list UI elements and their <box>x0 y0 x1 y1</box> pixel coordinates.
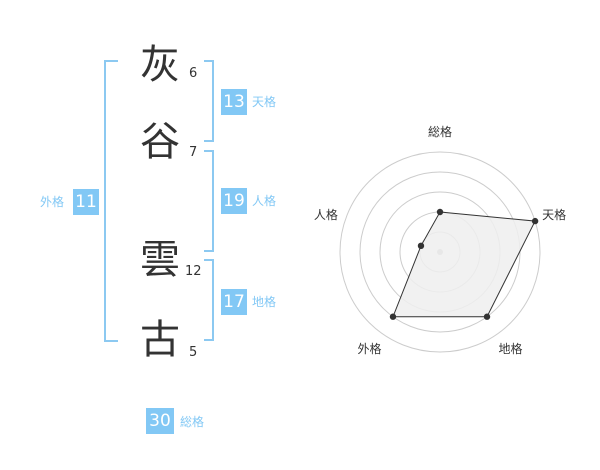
radar-ring <box>339 151 541 353</box>
stroke-count-3: 12 <box>185 264 202 279</box>
tenkaku-value-badge: 13 <box>221 89 247 115</box>
gaikaku-value-badge: 11 <box>73 189 99 215</box>
radar-axis-label-4: 外格 <box>357 341 381 356</box>
radar-axis-label-1: 総格 <box>428 124 452 139</box>
jinkaku-label: 人格 <box>252 194 277 208</box>
tenkaku-label: 天格 <box>252 95 277 109</box>
radar-points <box>389 208 539 320</box>
stroke-count-4: 5 <box>189 345 198 360</box>
soukaku-value-badge: 30 <box>146 408 174 434</box>
radar-axis-label-3: 地格 <box>498 341 522 356</box>
chikaku-label: 地格 <box>252 295 277 309</box>
chikaku-value-badge: 17 <box>221 289 247 315</box>
chikaku-bracket <box>204 259 214 341</box>
radar-area <box>392 211 536 318</box>
radar-point-4 <box>389 313 397 320</box>
name-char-2: 谷 <box>140 119 180 165</box>
radar-point-3 <box>483 313 491 320</box>
jinkaku-bracket <box>204 150 214 252</box>
stroke-count-2: 7 <box>189 145 198 160</box>
radar-point-2 <box>531 217 539 225</box>
soukaku-label: 総格 <box>180 415 205 429</box>
jinkaku-value-badge: 19 <box>221 188 247 214</box>
name-char-3: 雲 <box>140 237 180 283</box>
radar-point-5 <box>417 242 425 250</box>
radar-axis-label-2: 天格 <box>542 207 566 222</box>
radar-point-1 <box>436 208 444 216</box>
radar-axis-label-5: 人格 <box>314 207 338 222</box>
name-char-4: 古 <box>140 317 180 363</box>
gaikaku-bracket <box>104 60 118 342</box>
stroke-count-1: 6 <box>189 66 198 81</box>
tenkaku-bracket <box>204 60 214 142</box>
gaikaku-label: 外格 <box>40 195 65 209</box>
name-char-1: 灰 <box>140 42 180 88</box>
